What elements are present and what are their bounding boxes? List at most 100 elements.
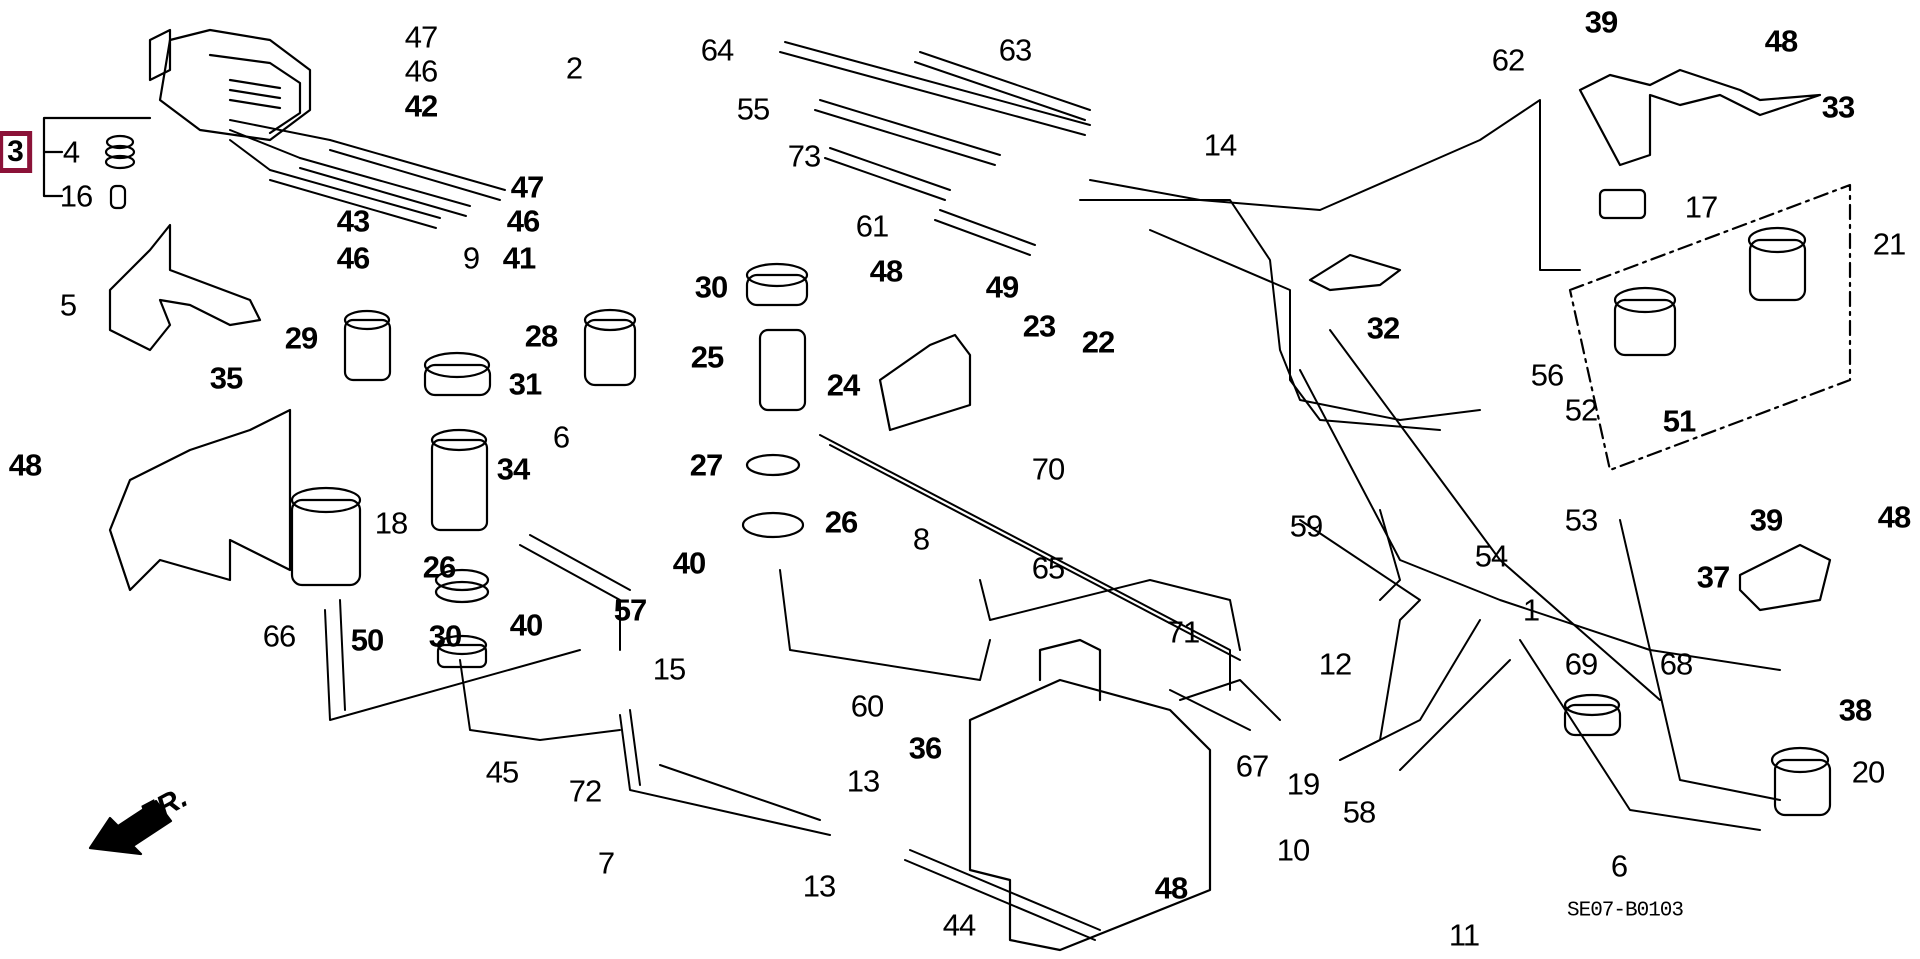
part-callout[interactable]: 52 <box>1564 392 1598 428</box>
part-callout[interactable]: 48 <box>8 447 42 483</box>
part-callout[interactable]: 54 <box>1474 538 1508 574</box>
bracket-35-part <box>108 408 292 592</box>
part-callout[interactable]: 19 <box>1286 766 1320 802</box>
part-callout[interactable]: 30 <box>694 269 728 305</box>
part-callout[interactable]: 20 <box>1851 754 1885 790</box>
part-callout[interactable]: 69 <box>1564 646 1598 682</box>
part-callout[interactable]: 35 <box>209 360 243 396</box>
part-callout[interactable]: 28 <box>524 318 558 354</box>
part-callout[interactable]: 57 <box>613 592 647 628</box>
part-callout[interactable]: 33 <box>1821 89 1855 125</box>
part-callout[interactable]: 46 <box>506 203 540 239</box>
part-callout[interactable]: 13 <box>802 868 836 904</box>
part-callout[interactable]: 47 <box>510 169 544 205</box>
part-callout[interactable]: 45 <box>485 754 519 790</box>
bracket-37-part <box>1738 543 1832 612</box>
part-callout[interactable]: 55 <box>736 91 770 127</box>
part-callout[interactable]: 37 <box>1696 559 1730 595</box>
part-callout[interactable]: 50 <box>350 622 384 658</box>
part-callout[interactable]: 68 <box>1659 646 1693 682</box>
part-callout[interactable]: 46 <box>336 240 370 276</box>
part-callout[interactable]: 24 <box>826 367 860 403</box>
part-callout[interactable]: 73 <box>787 138 821 174</box>
part-callout[interactable]: 2 <box>565 50 583 86</box>
part-callout[interactable]: 46 <box>404 53 438 89</box>
part-callout[interactable]: 62 <box>1491 42 1525 78</box>
part-callout[interactable]: 17 <box>1684 189 1718 225</box>
part-callout[interactable]: 60 <box>850 688 884 724</box>
part-callout[interactable]: 44 <box>942 907 976 943</box>
part-callout[interactable]: 53 <box>1564 502 1598 538</box>
part-callout[interactable]: 15 <box>652 651 686 687</box>
part-callout[interactable]: 41 <box>502 240 536 276</box>
mount-17-part <box>1598 188 1647 220</box>
canister-36-part <box>968 638 1212 952</box>
diagram-code: SE07-B0103 <box>1566 899 1684 923</box>
part-callout[interactable]: 26 <box>422 549 456 585</box>
part-callout[interactable]: 58 <box>1342 794 1376 830</box>
part-callout[interactable]: 27 <box>689 447 723 483</box>
part-callout[interactable]: 34 <box>496 451 530 487</box>
part-callout[interactable]: 22 <box>1081 324 1115 360</box>
part-callout[interactable]: 65 <box>1031 550 1065 586</box>
part-callout[interactable]: 1 <box>1522 592 1540 628</box>
part-callout[interactable]: 51 <box>1662 403 1696 439</box>
part-callout[interactable]: 39 <box>1584 4 1618 40</box>
part-callout[interactable]: 40 <box>509 607 543 643</box>
part-callout[interactable]: 71 <box>1166 614 1200 650</box>
part-callout[interactable]: 48 <box>1154 870 1188 906</box>
part-callout[interactable]: 40 <box>672 545 706 581</box>
part-callout[interactable]: 63 <box>998 32 1032 68</box>
part-callout[interactable]: 12 <box>1318 646 1352 682</box>
part-callout[interactable]: 11 <box>1448 917 1480 953</box>
part-callout[interactable]: 10 <box>1276 832 1310 868</box>
part-callout[interactable]: 48 <box>1877 499 1911 535</box>
part-callout[interactable]: 36 <box>908 730 942 766</box>
part-callout[interactable]: 32 <box>1366 310 1400 346</box>
part-callout[interactable]: 4 <box>62 134 80 170</box>
part-callout[interactable]: 30 <box>428 618 462 654</box>
part-callout[interactable]: 43 <box>336 203 370 239</box>
part-callout[interactable]: 31 <box>508 366 542 402</box>
part-callout[interactable]: 49 <box>985 269 1019 305</box>
bracket-32-part <box>1308 253 1402 292</box>
assembly-bracket-lines <box>42 116 152 198</box>
part-callout[interactable]: 56 <box>1530 357 1564 393</box>
part-callout[interactable]: 72 <box>568 773 602 809</box>
part-callout[interactable]: 39 <box>1749 502 1783 538</box>
bracket-24-part <box>878 333 972 432</box>
part-callout[interactable]: 14 <box>1203 127 1237 163</box>
part-callout[interactable]: 48 <box>1764 23 1798 59</box>
part-callout[interactable]: 47 <box>404 19 438 55</box>
part-callout[interactable]: 9 <box>462 240 480 276</box>
part-callout[interactable]: 21 <box>1872 226 1906 262</box>
part-callout[interactable]: 23 <box>1022 308 1056 344</box>
part-callout[interactable]: 6 <box>552 419 570 455</box>
part-callout[interactable]: 6 <box>1610 848 1628 884</box>
part-callout[interactable]: 64 <box>700 32 734 68</box>
bracket-5-part <box>108 223 262 352</box>
part-callout[interactable]: 16 <box>59 178 93 214</box>
part-callout[interactable]: 42 <box>404 88 438 124</box>
part-callout[interactable]: 48 <box>869 253 903 289</box>
front-direction-arrow <box>88 799 173 856</box>
part-callout[interactable]: 61 <box>855 208 889 244</box>
part-callout[interactable]: 70 <box>1031 451 1065 487</box>
control-box-part <box>148 28 312 142</box>
vacuum-hoses <box>324 41 1781 941</box>
bracket-33-part <box>1578 68 1822 167</box>
part-callout[interactable]: 5 <box>59 287 77 323</box>
part-callout[interactable]: 25 <box>690 339 724 375</box>
part-callout-selected[interactable]: 3 <box>0 131 32 173</box>
part-callout[interactable]: 59 <box>1289 508 1323 544</box>
part-callout[interactable]: 29 <box>284 320 318 356</box>
part-callout[interactable]: 7 <box>597 845 615 881</box>
part-callout[interactable]: 66 <box>262 618 296 654</box>
part-callout[interactable]: 18 <box>374 505 408 541</box>
part-callout[interactable]: 38 <box>1838 692 1872 728</box>
part-callout[interactable]: 8 <box>912 521 930 557</box>
part-callout[interactable]: 26 <box>824 504 858 540</box>
part-callout[interactable]: 13 <box>846 763 880 799</box>
part-callout[interactable]: 67 <box>1235 748 1269 784</box>
